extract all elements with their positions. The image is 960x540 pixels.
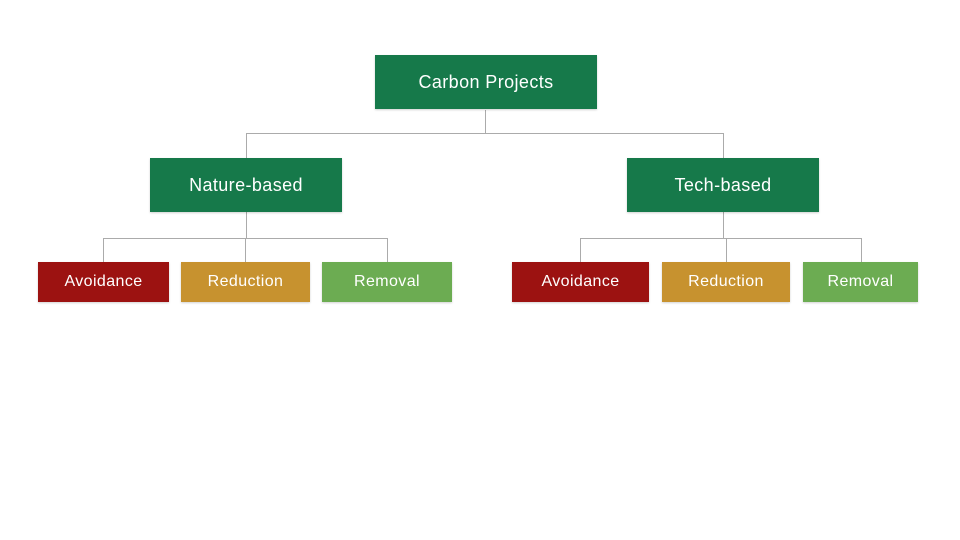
node-carbon-projects: Carbon Projects	[375, 55, 597, 109]
node-tech-based: Tech-based	[627, 158, 819, 212]
connector-line	[246, 133, 247, 158]
node-tech-reduction: Reduction	[662, 262, 790, 302]
connector-line	[245, 238, 246, 262]
node-tech-removal: Removal	[803, 262, 918, 302]
connector-line	[723, 212, 724, 238]
connector-line	[580, 238, 581, 262]
connector-line	[580, 238, 861, 239]
node-nature-removal: Removal	[322, 262, 452, 302]
connector-line	[485, 110, 486, 133]
node-nature-avoidance: Avoidance	[38, 262, 169, 302]
node-nature-based: Nature-based	[150, 158, 342, 212]
node-tech-avoidance: Avoidance	[512, 262, 649, 302]
connector-line	[723, 133, 724, 158]
node-nature-reduction: Reduction	[181, 262, 310, 302]
connector-line	[726, 238, 727, 262]
connector-line	[861, 238, 862, 262]
connector-line	[387, 238, 388, 262]
connector-line	[246, 133, 723, 134]
connector-line	[103, 238, 104, 262]
connector-line	[246, 212, 247, 238]
